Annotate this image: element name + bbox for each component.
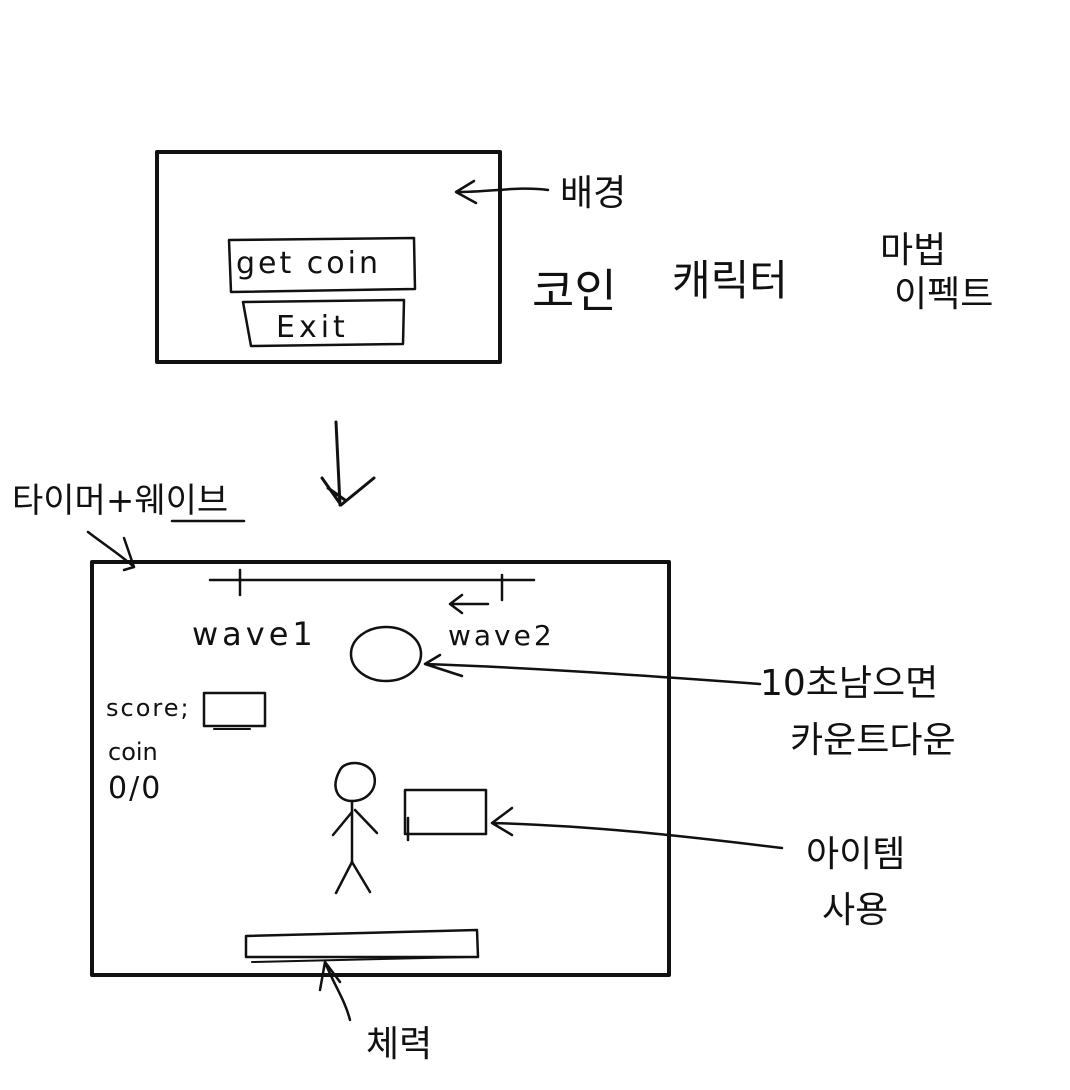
coin-label: coin	[108, 738, 158, 766]
score-label: score;	[106, 694, 191, 722]
coin-count: 0/0	[108, 771, 162, 806]
player-character	[331, 761, 379, 895]
exit-button-label: Exit	[276, 310, 349, 345]
character-asset-note: 캐릭터	[672, 256, 788, 305]
wave2-label: wave2	[448, 619, 555, 652]
wave-timeline	[208, 568, 536, 615]
game-screen: 타이머+웨이브 wave1 wave2 10초남으면 카운트다운 score; …	[12, 481, 956, 1065]
background-arrow	[454, 179, 550, 205]
start-button-label: get coin	[236, 246, 381, 281]
item-note-line1: 아이템	[806, 834, 905, 875]
coin-asset-note: 코인	[532, 264, 617, 318]
effect-asset-note: 이펙트	[894, 274, 993, 315]
stamina-note: 체력	[366, 1024, 432, 1065]
timer-wave-arrow	[86, 530, 136, 572]
item-arrow	[490, 806, 784, 850]
score-value-box	[202, 691, 267, 728]
countdown-timer-circle	[349, 625, 423, 683]
stamina-arrow	[318, 960, 352, 1022]
wave-progress-arrow	[448, 593, 490, 615]
transition-arrow	[320, 420, 376, 507]
menu-screen: get coin Exit 배경 코인 캐릭터 마법 이펙트	[155, 150, 993, 364]
exit-button[interactable]: Exit	[241, 298, 406, 348]
stamina-bar-shadow	[251, 956, 471, 963]
countdown-arrow	[423, 653, 762, 686]
timer-wave-note: 타이머+웨이브	[12, 481, 228, 521]
stamina-bar	[244, 928, 480, 959]
countdown-note-line1: 10초남으면	[760, 663, 938, 704]
wave1-label: wave1	[192, 615, 317, 653]
countdown-note-line2: 카운트다운	[790, 720, 956, 761]
background-note: 배경	[560, 173, 626, 214]
start-button[interactable]: get coin	[227, 236, 417, 294]
item-slot[interactable]	[403, 788, 488, 842]
item-note-line2: 사용	[822, 890, 888, 931]
menu-screen-frame	[155, 150, 502, 364]
magic-asset-note: 마법	[880, 230, 946, 271]
game-screen-frame	[90, 560, 671, 977]
